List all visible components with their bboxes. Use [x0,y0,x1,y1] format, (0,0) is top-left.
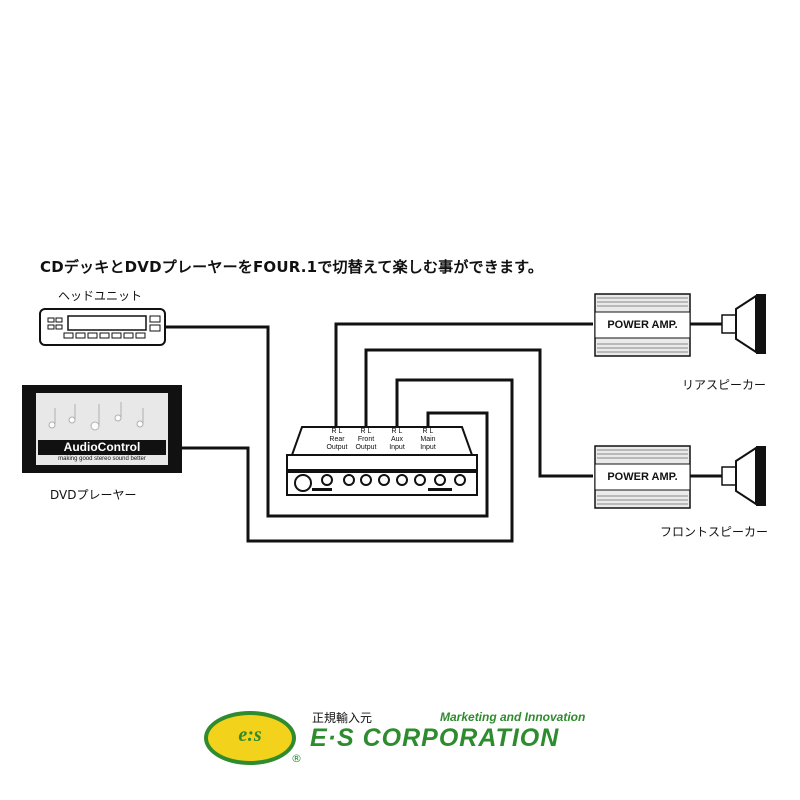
front-amp-label: POWER AMP. [607,471,678,483]
port-rl: R L [360,428,372,435]
wire-dvd-aux [182,378,514,543]
rear-speaker-label: リアスピーカー [682,378,767,392]
head-unit [39,308,166,346]
port-aux-input: R L Aux Input [380,428,414,452]
wires [165,322,722,543]
diagram-title: CDデッキとDVDプレーヤーをFOUR.1で切替えて楽しむ事ができます。 [40,258,544,276]
head-unit-label: ヘッドユニット [58,289,143,303]
rear-speaker [721,294,766,354]
importer-label: 正規輸入元 [312,711,373,725]
front-speaker [721,446,766,506]
port-front-output: R L Front Output [349,428,383,452]
company-tagline: Marketing and Innovation [440,710,586,724]
port-rl: R L [331,428,343,435]
company-name: E·S CORPORATION [310,724,560,752]
rear-amp-label: POWER AMP. [607,319,678,331]
four1-processor [286,426,478,496]
dvd-brand-logo: AudioControl [63,440,141,454]
wire-head-unit-main [165,325,489,518]
port-rl: R L [422,428,434,435]
port-name: Front Output [355,436,377,451]
dvd-player [22,385,182,473]
dvd-brand-tagline: making good stereo sound better [58,456,146,462]
registered-mark: ® [291,752,302,765]
port-main-input: R L Main Input [411,428,445,452]
port-rear-output: R L Rear Output [320,428,354,452]
front-power-amp [594,445,691,509]
es-logo-badge [204,711,296,765]
port-name: Main Input [420,436,436,451]
rear-power-amp [594,293,691,357]
wire-front-output [364,348,593,478]
es-badge-text: e:s [238,724,262,746]
port-name: Aux Input [389,436,405,451]
front-speaker-label: フロントスピーカー [660,525,769,539]
port-name: Rear Output [326,436,348,451]
wire-rear-output [334,322,593,427]
dvd-player-label: DVDプレーヤー [50,488,137,502]
port-rl: R L [391,428,403,435]
